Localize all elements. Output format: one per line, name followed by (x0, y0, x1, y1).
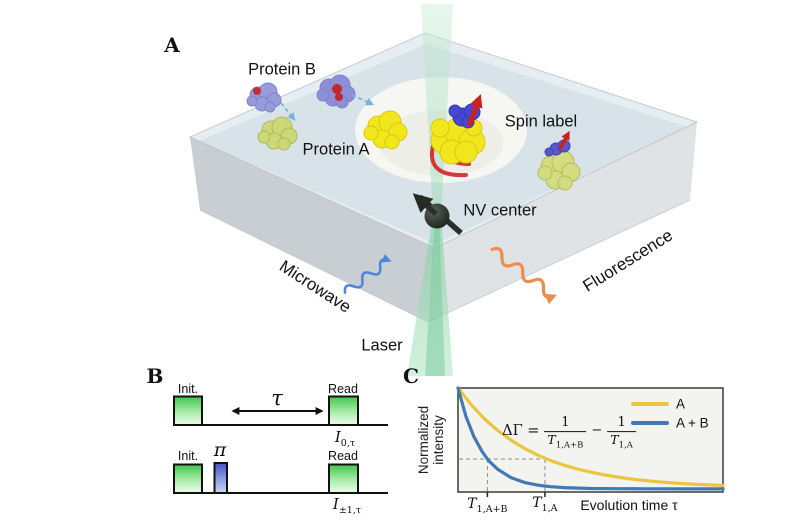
y-axis-label-line2: intensity (431, 415, 446, 465)
decay-curves (456, 386, 725, 491)
pulse-sequence-row1 (173, 395, 388, 426)
read-pulse-2 (328, 463, 359, 494)
formula-fraction-2: 1 T1,A (607, 416, 636, 450)
spin-label-label: Spin label (504, 112, 578, 131)
formula-lhs: ΔΓ = (502, 422, 540, 439)
y-axis-label-line1: Normalized (415, 405, 431, 475)
nv-center-label: NV center (463, 201, 537, 220)
init-pulse-1 (173, 395, 203, 426)
protein-b-molecule-2 (316, 74, 356, 109)
plot-frame (457, 387, 724, 493)
legend-label-A-plus-B: A + B (676, 415, 709, 431)
signal-1-base: I (334, 428, 341, 446)
panel-c-letter: C (403, 364, 419, 388)
x-axis-ticks (486, 492, 546, 497)
curve-A (456, 386, 725, 487)
signal-2-sub: ±1,τ (338, 505, 362, 516)
pi-pulse (213, 462, 228, 494)
panel-b-letter: B (146, 364, 164, 388)
read-pulse-1 (328, 395, 359, 426)
protein-spin-labeled-right (537, 139, 581, 191)
spin-arrow (466, 94, 483, 127)
legend-label-A: A (676, 396, 686, 412)
pulse-sequence-row2 (173, 462, 388, 494)
signal-1-sub: 0,τ (340, 438, 356, 449)
protein-b-molecule-1 (246, 82, 282, 113)
laser-label: Laser (361, 336, 403, 355)
dashed-guides (459, 458, 546, 492)
protein-b-label: Protein B (248, 60, 316, 79)
y-axis-label: Normalized intensity (416, 406, 446, 474)
read-label-1: Read (328, 382, 358, 396)
decay-plot (456, 386, 725, 497)
panel-a-letter: A (164, 33, 180, 57)
microwave-arrow (343, 254, 392, 294)
init-pulse-2 (173, 463, 203, 494)
formula-minus: − (591, 423, 603, 439)
laser-beam (407, 4, 453, 376)
init-label-1: Init. (177, 382, 199, 396)
protein-a-label: Protein A (302, 140, 370, 159)
x-tick-label-t1ab: T1,A+B (467, 496, 508, 515)
signal-label-1: I0,τ (334, 428, 356, 449)
protein-a-free-molecule (257, 116, 298, 151)
init-label-2: Init. (177, 449, 199, 463)
nv-center-marker (412, 193, 463, 236)
pi-label: π (213, 439, 227, 461)
x-axis-label: Evolution time τ (580, 497, 678, 513)
spin-arrow-right (558, 130, 570, 150)
signal-label-2: I±1,τ (332, 495, 362, 516)
protein-a-in-recess (363, 110, 408, 150)
read-label-2: Read (328, 449, 358, 463)
signal-2-base: I (332, 495, 339, 513)
tau-label: τ (271, 386, 283, 410)
delta-gamma-formula: ΔΓ = 1 T1,A+B − 1 T1,A (502, 416, 636, 450)
x-tick-label-t1a: T1,A (532, 495, 558, 514)
binding-dashed-arrows (280, 94, 375, 121)
curve-A+B (456, 386, 725, 491)
formula-fraction-1: 1 T1,A+B (544, 416, 587, 450)
fluorescence-arrow (490, 246, 557, 305)
